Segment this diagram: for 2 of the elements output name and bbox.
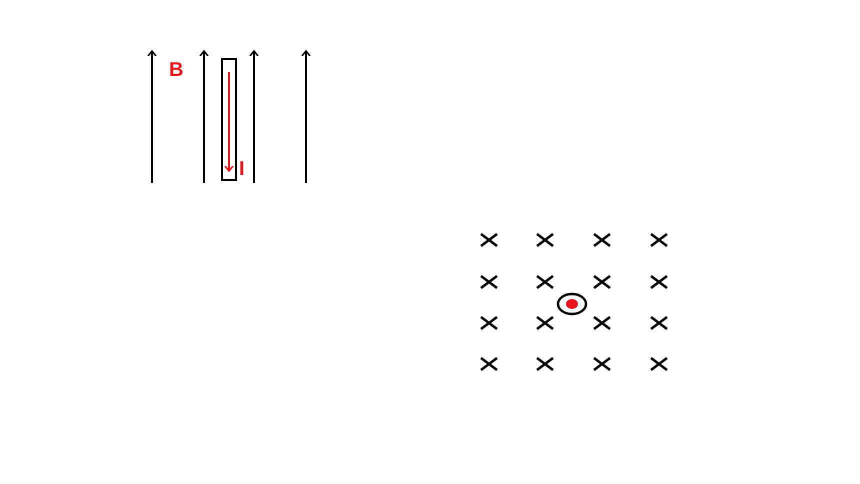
symbol-label: B (169, 60, 184, 80)
symbol-label: I (239, 159, 245, 179)
